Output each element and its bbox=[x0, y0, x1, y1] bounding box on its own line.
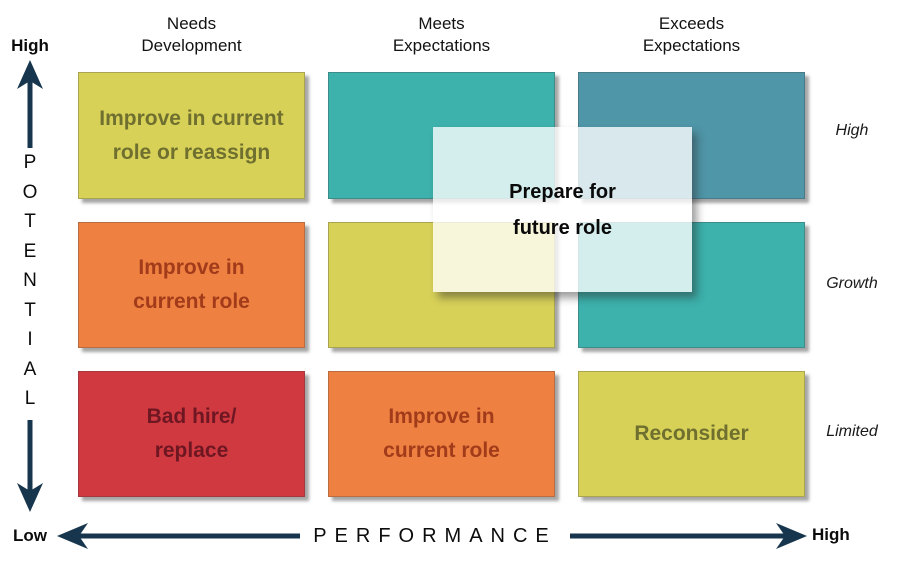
cell-improve-current-role-limited: Improve in current role bbox=[328, 371, 555, 497]
row-label-high: High bbox=[835, 122, 869, 139]
cell-text: Reconsider bbox=[634, 417, 748, 451]
axis-letter: A bbox=[23, 358, 37, 380]
column-header-line: Expectations bbox=[642, 36, 741, 55]
x-axis-high-label: High bbox=[812, 525, 850, 544]
cell-text: Improve in current role or reassign bbox=[99, 102, 283, 170]
axis-letter: T bbox=[24, 211, 36, 232]
overlay-text-line: Prepare for bbox=[509, 180, 616, 203]
overlay-text-line: future role bbox=[513, 216, 612, 239]
column-header-line: Meets bbox=[418, 14, 465, 33]
column-header-line: Needs bbox=[166, 14, 217, 33]
cell-text-line: current role bbox=[383, 439, 500, 462]
column-header-meets-expectations: Meets Expectations bbox=[328, 13, 555, 57]
column-header-needs-development: Needs Development bbox=[78, 13, 305, 57]
cell-text-line: Bad hire/ bbox=[146, 405, 237, 428]
axis-letter: P bbox=[23, 152, 37, 173]
column-header-line: Exceeds bbox=[658, 14, 725, 33]
axis-letter: L bbox=[24, 388, 36, 409]
axis-letter: I bbox=[27, 329, 33, 350]
cell-text-line: Improve in bbox=[138, 256, 245, 279]
cell-text-line: role or reassign bbox=[112, 140, 271, 164]
down-arrow-icon bbox=[17, 420, 43, 512]
cell-reconsider: Reconsider bbox=[578, 371, 805, 497]
cell-improve-or-reassign: Improve in current role or reassign bbox=[78, 72, 305, 199]
y-axis-word-potential: P O T E N T I A L bbox=[8, 152, 52, 410]
up-arrow-icon bbox=[17, 60, 43, 148]
cell-text-line: Reconsider bbox=[634, 422, 749, 445]
overlay-prepare-for-future-role: Prepare for future role bbox=[433, 127, 692, 292]
axis-letter: T bbox=[24, 299, 36, 321]
row-label-limited: Limited bbox=[826, 423, 878, 440]
x-axis-word-performance: PERFORMANCE bbox=[300, 522, 570, 550]
cell-bad-hire-replace: Bad hire/ replace bbox=[78, 371, 305, 497]
cell-text-line: replace bbox=[154, 439, 229, 462]
cell-text: Bad hire/ replace bbox=[147, 400, 237, 468]
cell-text-line: Improve in bbox=[388, 405, 495, 428]
cell-text: Improve in current role bbox=[383, 400, 500, 468]
axis-letter: E bbox=[23, 240, 37, 262]
axis-letter: O bbox=[22, 181, 38, 203]
y-axis-low-label: Low bbox=[13, 526, 47, 545]
column-header-line: Development bbox=[141, 36, 242, 55]
cell-text: Improve in current role bbox=[133, 251, 250, 319]
cell-improve-current-role-growth: Improve in current role bbox=[78, 222, 305, 348]
row-label-growth: Growth bbox=[826, 275, 878, 292]
cell-text-line: Improve in current bbox=[99, 106, 284, 130]
axis-letter: N bbox=[23, 270, 37, 291]
column-header-exceeds-expectations: Exceeds Expectations bbox=[578, 13, 805, 57]
cell-text-line: current role bbox=[133, 290, 250, 313]
column-header-line: Expectations bbox=[392, 36, 491, 55]
y-axis-high-label: High bbox=[11, 36, 49, 55]
